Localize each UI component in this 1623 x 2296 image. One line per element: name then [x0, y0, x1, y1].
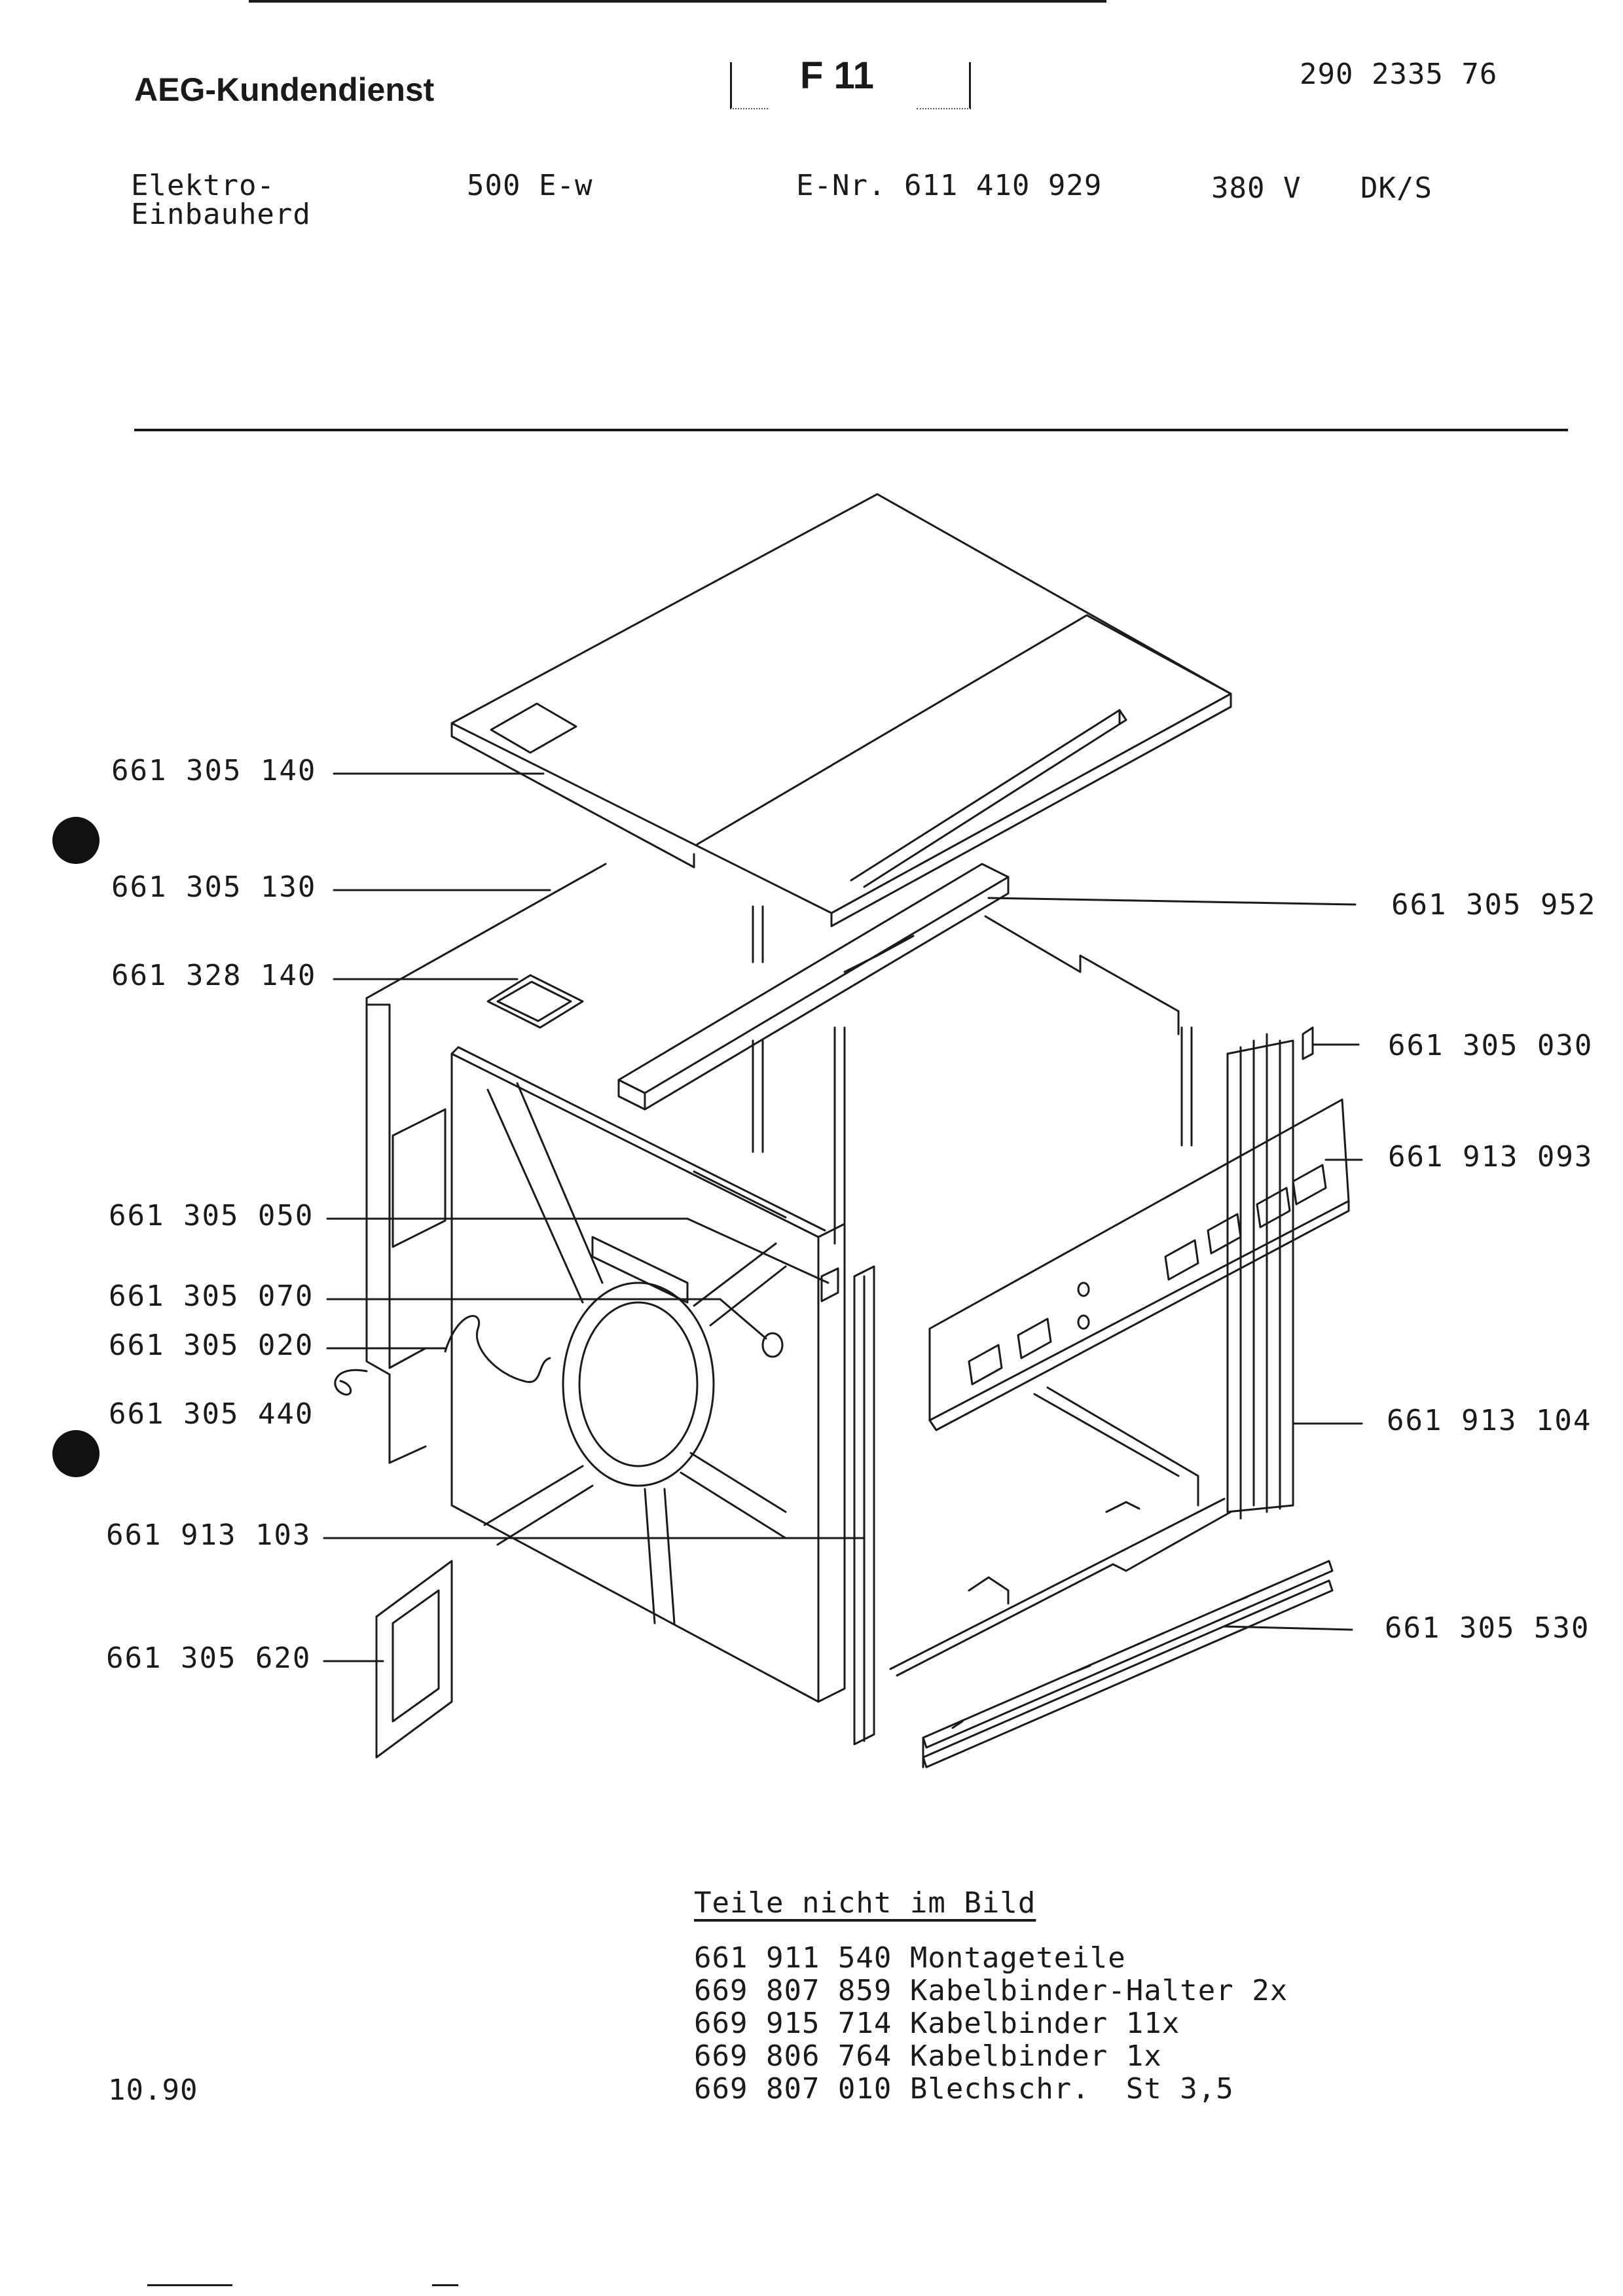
- marker-dot: [52, 1430, 100, 1477]
- oven-housing: [752, 905, 1232, 1677]
- document-number: 290 2335 76: [1300, 58, 1498, 91]
- voltage: 380 V: [1211, 171, 1302, 205]
- sheet-code: F 11: [800, 54, 874, 97]
- part-label: 661 305 140: [111, 754, 317, 787]
- side-panel-main: [450, 1046, 846, 1703]
- sheet-bracket-right: [917, 62, 971, 109]
- cover-plate-part: [375, 1560, 453, 1759]
- date-stamp: 10.90: [108, 2073, 198, 2107]
- e-number: E-Nr. 611 410 929: [796, 169, 1103, 202]
- product-type-line2: Einbauherd: [131, 198, 311, 231]
- part-label: 661 328 140: [111, 959, 317, 992]
- clip-part: [820, 1267, 839, 1302]
- part-label: 661 305 620: [106, 1641, 312, 1675]
- brand-title: AEG-Kundendienst: [134, 71, 435, 108]
- header-divider: [134, 429, 1568, 431]
- marker-dot: [52, 817, 100, 864]
- retainer-part: [1302, 1026, 1314, 1060]
- product-type-line1: Elektro-: [131, 169, 275, 202]
- list-item: 669 915 714 Kabelbinder 11x: [694, 2007, 1180, 2040]
- part-label: 661 913 103: [106, 1518, 312, 1552]
- part-label: 661 305 952: [1391, 888, 1597, 922]
- list-item: 669 807 859 Kabelbinder-Halter 2x: [694, 1974, 1288, 2007]
- sheet-bracket-left: [730, 62, 768, 109]
- front-frame-strip-top: [617, 863, 1010, 1111]
- insulation-pad: [486, 974, 584, 1029]
- bottom-mark: [147, 2284, 232, 2286]
- leader-lines: [323, 772, 1363, 1662]
- front-strip-vertical: [853, 1265, 875, 1746]
- top-rule: [249, 0, 1106, 3]
- part-label: 661 305 020: [109, 1329, 314, 1362]
- part-label: 661 305 440: [109, 1397, 314, 1431]
- list-item: 669 807 010 Blechschr. St 3,5: [694, 2072, 1234, 2106]
- top-cover-panel: [450, 493, 1232, 927]
- control-panel: [928, 1098, 1350, 1431]
- part-label: 661 305 070: [109, 1280, 314, 1313]
- country-code: DK/S: [1360, 171, 1432, 205]
- list-item: 661 911 540 Montageteile: [694, 1941, 1126, 1975]
- part-label: 661 913 093: [1388, 1140, 1594, 1174]
- side-panel-left: [365, 863, 607, 1376]
- side-strip-right: [1226, 1033, 1294, 1520]
- part-label: 661 913 104: [1387, 1404, 1592, 1437]
- clamp-part: [334, 1369, 368, 1396]
- knob-part: [761, 1332, 784, 1358]
- part-label: 661 305 030: [1388, 1029, 1594, 1062]
- model-number: 500 E-w: [467, 169, 593, 202]
- part-label: 661 305 130: [111, 870, 317, 904]
- part-label: 661 305 530: [1385, 1611, 1590, 1645]
- bottom-strip: [922, 1560, 1334, 1768]
- part-label: 661 305 050: [109, 1199, 314, 1232]
- bottom-mark: [432, 2284, 458, 2286]
- cable-part: [444, 1315, 551, 1384]
- not-in-picture-heading: Teile nicht im Bild: [694, 1886, 1036, 1920]
- list-item: 669 806 764 Kabelbinder 1x: [694, 2039, 1162, 2073]
